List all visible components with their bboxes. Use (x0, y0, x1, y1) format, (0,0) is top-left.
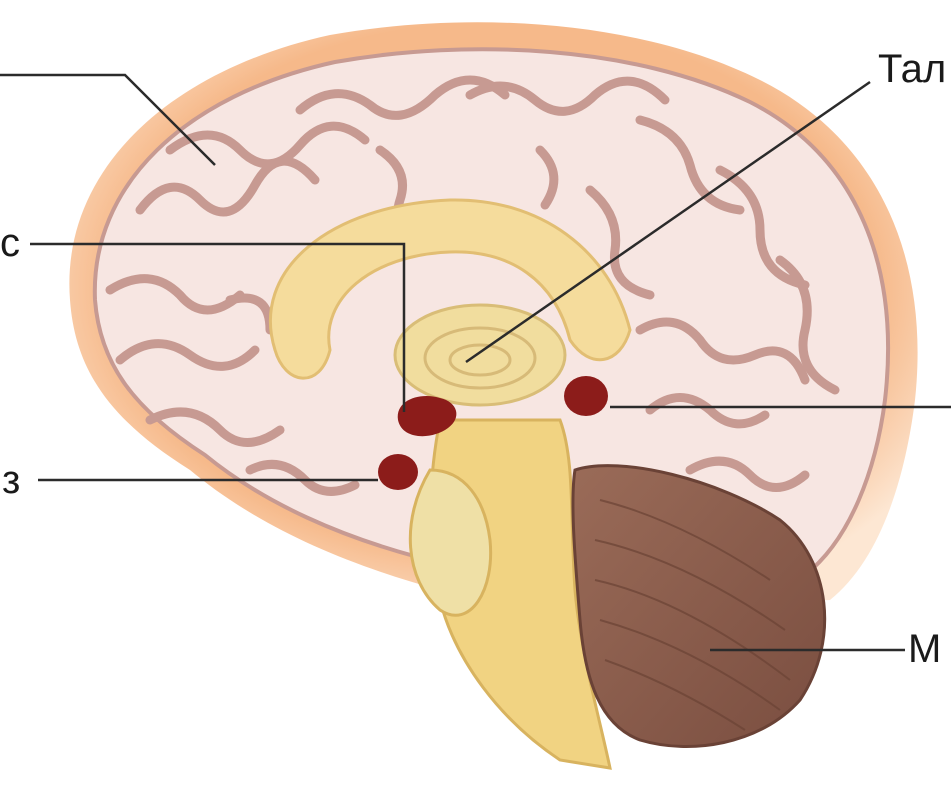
pineal-gland (564, 376, 608, 416)
pituitary-gland (378, 454, 418, 490)
label-thalamus: Тал (878, 47, 946, 91)
label-hypothalamus: с (0, 221, 20, 265)
thalamus (395, 305, 565, 405)
label-pituitary: з (2, 458, 20, 502)
label-medulla: М (908, 627, 941, 671)
